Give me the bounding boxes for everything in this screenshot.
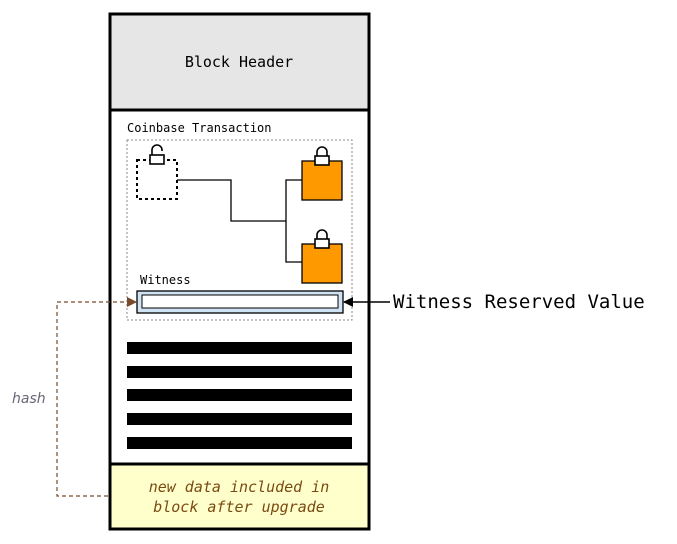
coinbase-output-box bbox=[301, 243, 343, 284]
padlock-icon bbox=[314, 229, 330, 249]
witness-label: Witness bbox=[140, 273, 191, 287]
coinbase-input-box bbox=[136, 159, 178, 200]
coinbase-output-box bbox=[301, 160, 343, 201]
transaction-bar bbox=[127, 389, 352, 401]
transaction-bar bbox=[127, 437, 352, 449]
unlocked-padlock-icon bbox=[149, 144, 165, 165]
transaction-bar bbox=[127, 413, 352, 425]
block-header-box bbox=[108, 12, 371, 112]
new-data-label-line2: block after upgrade bbox=[153, 498, 325, 516]
hash-connector bbox=[56, 297, 137, 497]
witness-reserved-value-label: Witness Reserved Value bbox=[393, 291, 645, 313]
new-data-box bbox=[108, 462, 371, 531]
transaction-bar bbox=[127, 366, 352, 378]
padlock-icon bbox=[314, 146, 330, 166]
coinbase-transaction-box bbox=[126, 139, 353, 321]
input-output-connector bbox=[177, 179, 302, 263]
witness-field-inner bbox=[141, 294, 339, 309]
new-data-label-line1: new data included in bbox=[149, 478, 330, 496]
transaction-bar bbox=[127, 342, 352, 354]
block-header-label: Block Header bbox=[185, 53, 293, 71]
coinbase-transaction-label: Coinbase Transaction bbox=[127, 121, 272, 135]
hash-label: hash bbox=[12, 391, 46, 407]
